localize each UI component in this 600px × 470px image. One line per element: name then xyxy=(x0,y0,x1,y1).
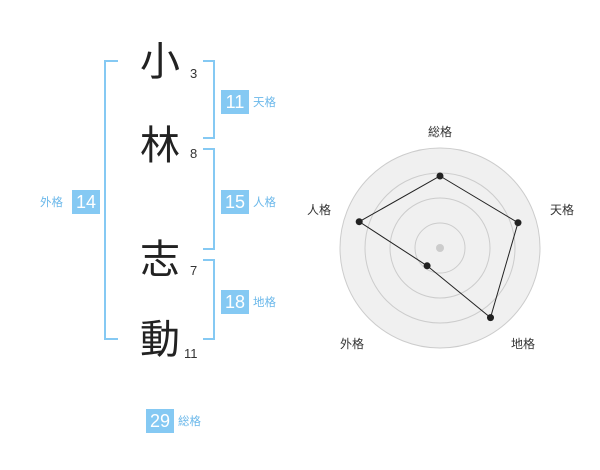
radar-point-0 xyxy=(436,172,444,180)
radar-label-jinkaku: 人格 xyxy=(307,203,332,217)
radar-point-2 xyxy=(487,314,494,322)
chikaku-badge: 18 xyxy=(221,290,249,314)
chikaku-bracket xyxy=(203,259,215,340)
radar-point-4 xyxy=(355,218,363,226)
name-char-3: 志 xyxy=(140,237,180,283)
radar-label-soukaku: 総格 xyxy=(428,125,453,139)
tenkaku-bracket xyxy=(203,60,215,139)
radar-label-gaikaku: 外格 xyxy=(340,337,365,351)
stroke-count-2: 8 xyxy=(190,146,198,161)
gaikaku-badge: 14 xyxy=(72,190,100,214)
stroke-count-3: 7 xyxy=(190,263,198,278)
radar-ring-1 xyxy=(414,222,466,274)
jinkaku-label: 人格 xyxy=(253,195,276,209)
stroke-count-1: 3 xyxy=(190,66,198,81)
gaikaku-bracket xyxy=(104,60,118,340)
radar-point-3 xyxy=(423,262,431,270)
tenkaku-badge: 11 xyxy=(221,90,249,114)
name-char-4: 動 xyxy=(140,317,180,363)
jinkaku-bracket xyxy=(203,148,215,250)
stroke-count-4: 11 xyxy=(184,346,198,361)
radar-polygon xyxy=(358,175,519,319)
radar-center-dot xyxy=(436,244,444,252)
radar-ring-2 xyxy=(389,197,491,299)
tenkaku-label: 天格 xyxy=(253,95,276,109)
radar-point-1 xyxy=(514,219,522,227)
gaikaku-label: 外格 xyxy=(40,195,63,209)
soukaku-label: 総格 xyxy=(178,414,201,428)
name-char-1: 小 xyxy=(140,39,180,85)
chikaku-label: 地格 xyxy=(253,295,276,309)
radar-label-tenkaku: 天格 xyxy=(550,203,575,217)
radar-label-chikaku: 地格 xyxy=(511,337,536,351)
name-char-2: 林 xyxy=(140,123,180,169)
soukaku-badge: 29 xyxy=(146,409,174,433)
jinkaku-badge: 15 xyxy=(221,190,249,214)
